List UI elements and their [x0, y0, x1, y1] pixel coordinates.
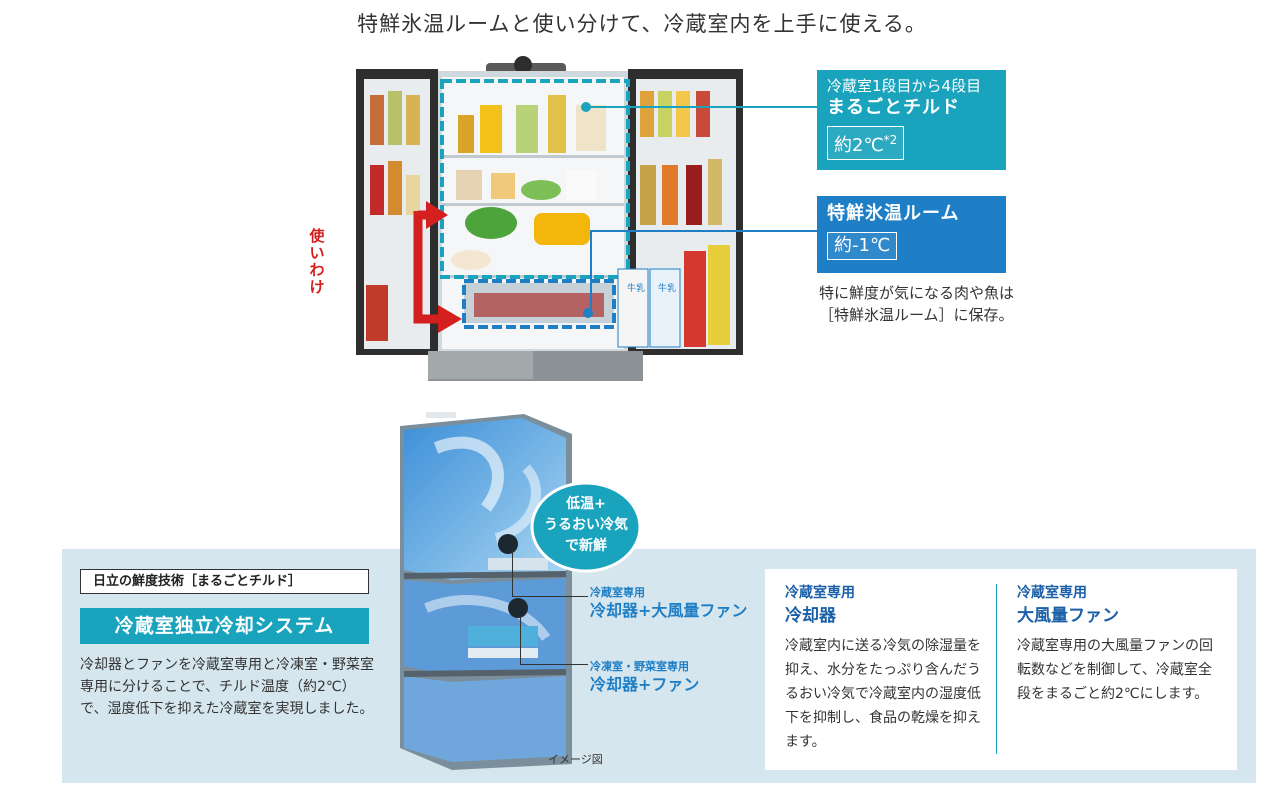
- freezer-cooler-sub: 冷凍室・野菜室専用: [590, 660, 689, 673]
- fresh-air-bubble-text: 低温+ うるおい冷気 で新鮮: [528, 494, 644, 557]
- milk-carton-label-1: 牛乳: [627, 282, 645, 294]
- ice-leader-line-vertical: [590, 230, 592, 314]
- image-caption: イメージ図: [548, 753, 603, 766]
- ice-room-description: 特に鮮度が気になる肉や魚は［特鮮氷温ルーム］に保存。: [819, 284, 1015, 324]
- refrigerator-cooler-title: 冷却器+大風量ファン: [590, 601, 748, 620]
- feature-column-cooler: 冷蔵室専用 冷却器 冷蔵室内に送る冷気の除湿量を抑え、水分をたっぷり含んだうるお…: [785, 582, 990, 754]
- feature-column-cooler-text: 冷蔵室内に送る冷気の除湿量を抑え、水分をたっぷり含んだうるおい冷気で冷蔵室内の湿…: [785, 638, 981, 750]
- refrigerator-cooler-label: 冷蔵室専用 冷却器+大風量ファン: [590, 586, 747, 622]
- feature-column-cooler-head: 冷却器: [785, 606, 836, 626]
- bubble-line-3: で新鮮: [565, 538, 607, 554]
- bubble-line-2: うるおい冷気: [544, 517, 628, 533]
- chilled-callout-sub: 冷蔵室1段目から4段目: [827, 77, 982, 95]
- feature-columns-divider: [996, 584, 997, 754]
- feature-column-cooler-subhead: 冷蔵室専用: [785, 585, 855, 601]
- usage-label: 使いわけ: [309, 227, 325, 296]
- ice-room-temp: 約-1℃: [834, 235, 891, 256]
- ice-room-temp-box: 約-1℃: [827, 232, 898, 260]
- fridge-interior-illustration: 牛乳 牛乳: [356, 56, 743, 381]
- component2-pointer-vertical: [520, 616, 521, 664]
- refrigerator-cooler-sub: 冷蔵室専用: [590, 586, 645, 599]
- chilled-leader-line: [590, 106, 818, 108]
- feature-column-fan-head: 大風量ファン: [1017, 606, 1119, 626]
- fresh-air-bubble: [530, 481, 642, 573]
- ice-room-title: 特鮮氷温ルーム: [827, 203, 960, 224]
- milk-carton-label-2: 牛乳: [658, 282, 676, 294]
- component2-pointer: [520, 664, 588, 665]
- freezer-cooler-title: 冷却器+ファン: [590, 675, 700, 694]
- freezer-cooler-label: 冷凍室・野菜室専用 冷却器+ファン: [590, 660, 699, 696]
- fridge-cutaway-diagram: [400, 412, 572, 770]
- component1-pointer: [512, 596, 588, 597]
- system-title: 冷蔵室独立冷却システム: [80, 608, 369, 644]
- component1-pointer-vertical: [512, 550, 513, 596]
- ice-leader-line: [592, 230, 818, 232]
- chilled-callout-title: まるごとチルド: [827, 97, 960, 118]
- feature-column-fan-subhead: 冷蔵室専用: [1017, 585, 1087, 601]
- chilled-temp-box: 約2℃*2: [827, 126, 905, 160]
- bubble-line-1: 低温+: [566, 496, 606, 512]
- feature-column-fan: 冷蔵室専用 大風量ファン 冷蔵室専用の大風量ファンの回転数などを制御して、冷蔵室…: [1017, 582, 1222, 706]
- ice-room-callout: 特鮮氷温ルーム 約-1℃: [817, 196, 1006, 273]
- chilled-temp: 約2℃: [834, 135, 884, 156]
- page-headline: 特鮮氷温ルームと使い分けて、冷蔵室内を上手に使える。: [357, 12, 927, 36]
- technology-tag: 日立の鮮度技術［まるごとチルド］: [80, 569, 369, 594]
- chilled-temp-note: *2: [883, 133, 898, 147]
- feature-column-fan-text: 冷蔵室専用の大風量ファンの回転数などを制御して、冷蔵室全段をまるごと約2℃にしま…: [1017, 638, 1213, 702]
- chilled-callout: 冷蔵室1段目から4段目 まるごとチルド 約2℃*2: [817, 70, 1006, 170]
- feature-columns-box: [765, 569, 1237, 770]
- system-description: 冷却器とファンを冷蔵室専用と冷凍室・野菜室専用に分けることで、チルド温度（約2℃…: [80, 657, 374, 717]
